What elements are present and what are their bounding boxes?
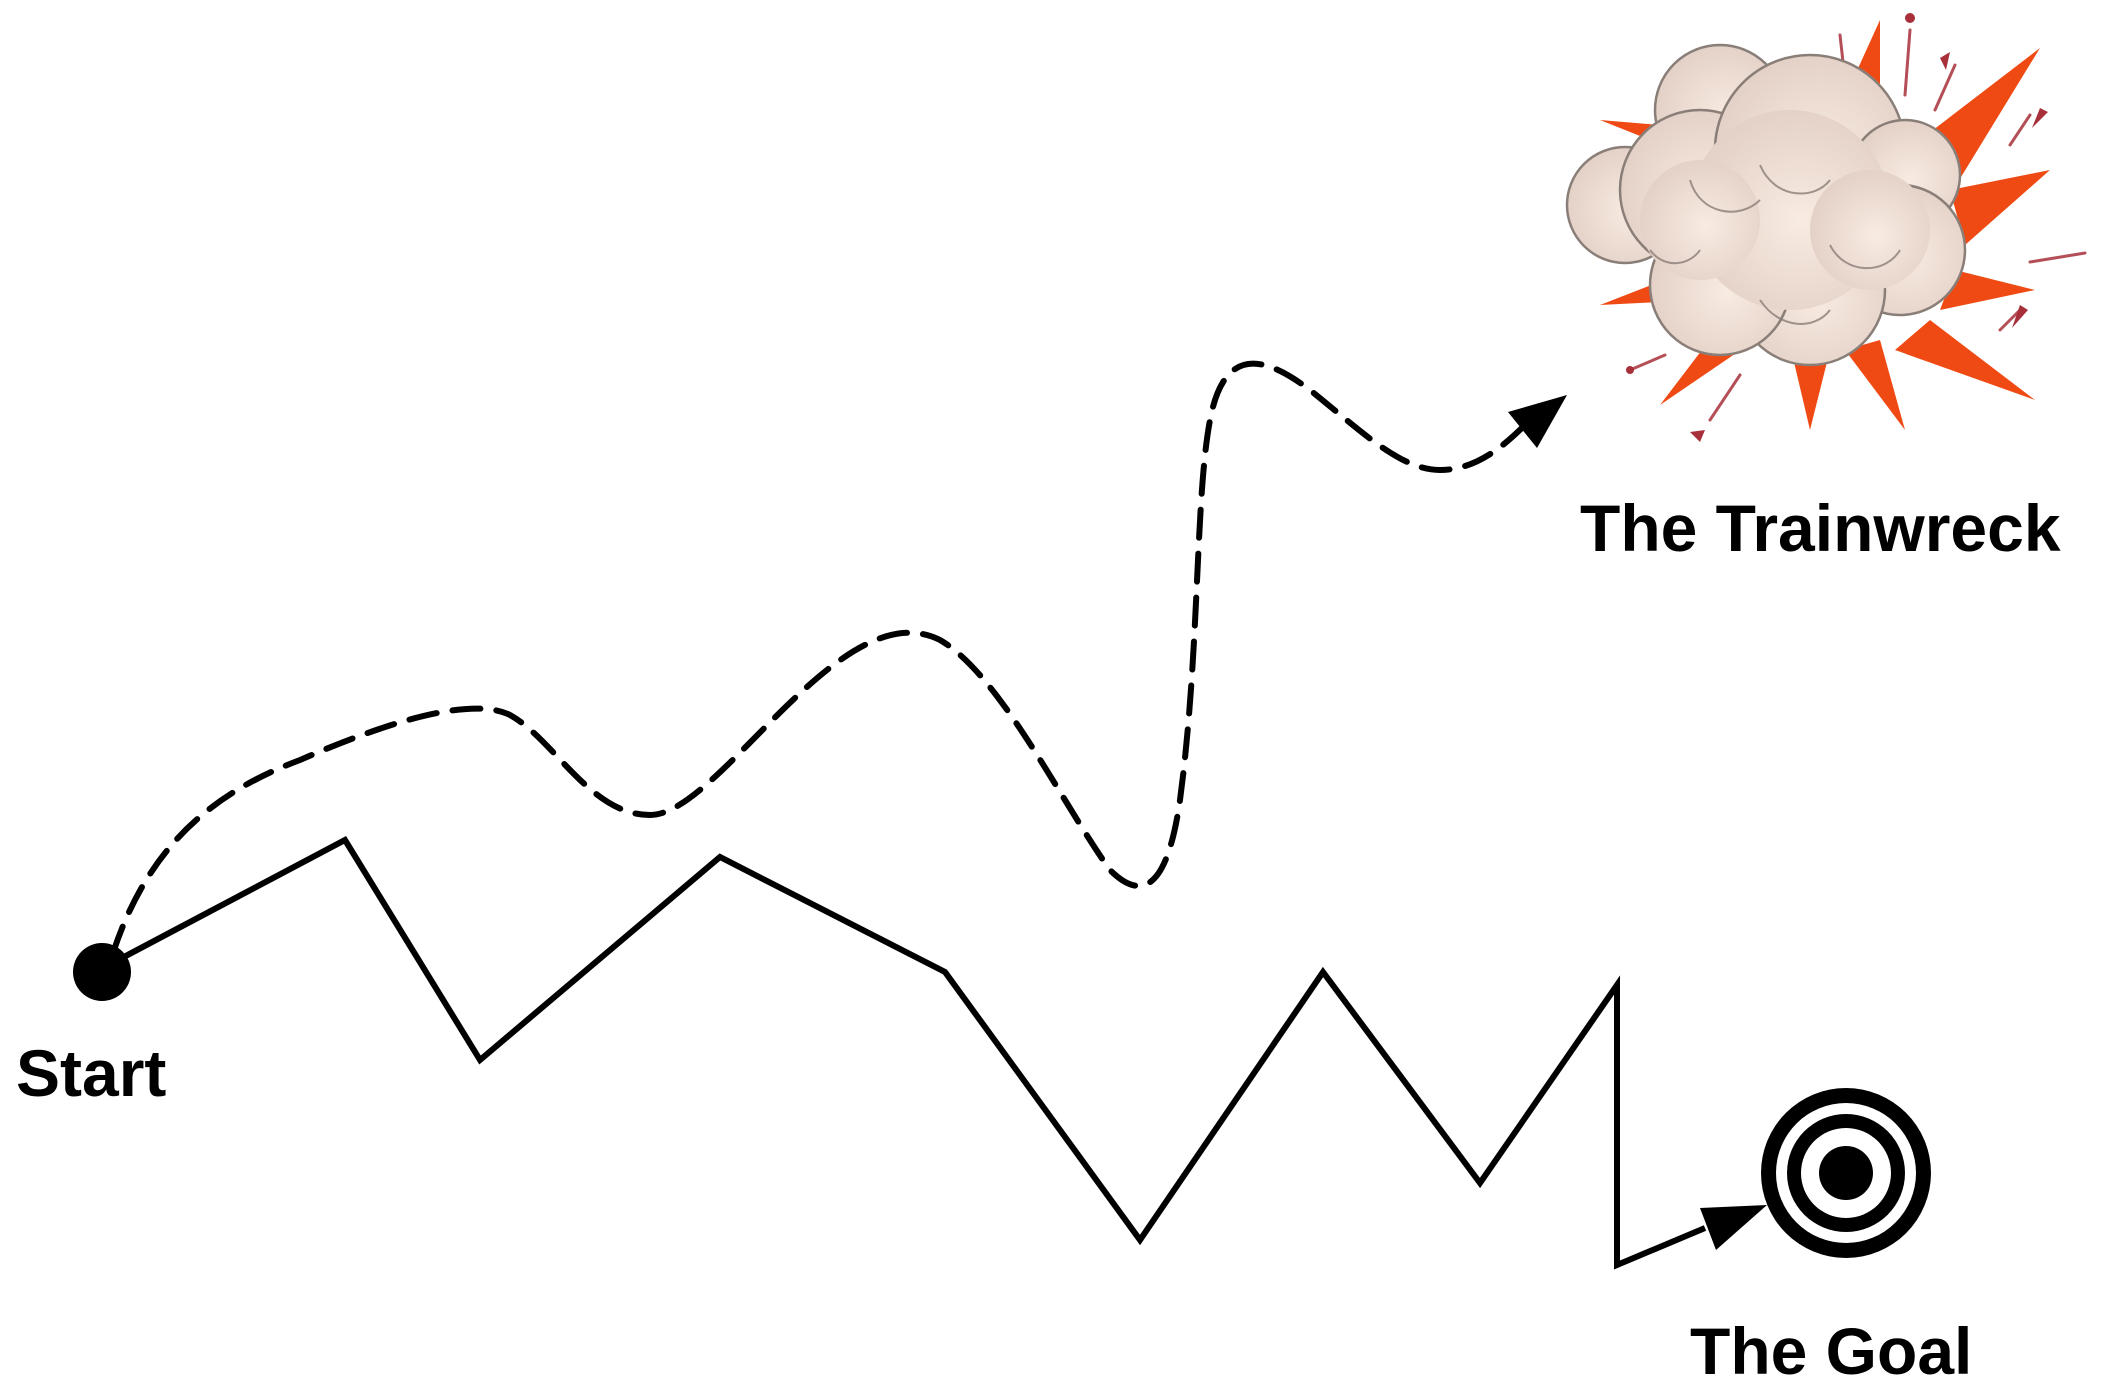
explosion-icon — [1567, 13, 2085, 442]
start-label: Start — [16, 1040, 166, 1106]
zigzag-path-to-goal — [103, 840, 1705, 1265]
goal-label: The Goal — [1690, 1318, 1972, 1384]
trainwreck-label: The Trainwreck — [1580, 495, 2061, 561]
trainwreck-arrowhead — [1508, 395, 1567, 448]
start-dot-icon — [73, 943, 131, 1001]
goal-arrowhead — [1700, 1205, 1767, 1250]
dashed-path-to-trainwreck — [113, 364, 1530, 953]
target-icon — [1761, 1088, 1931, 1258]
